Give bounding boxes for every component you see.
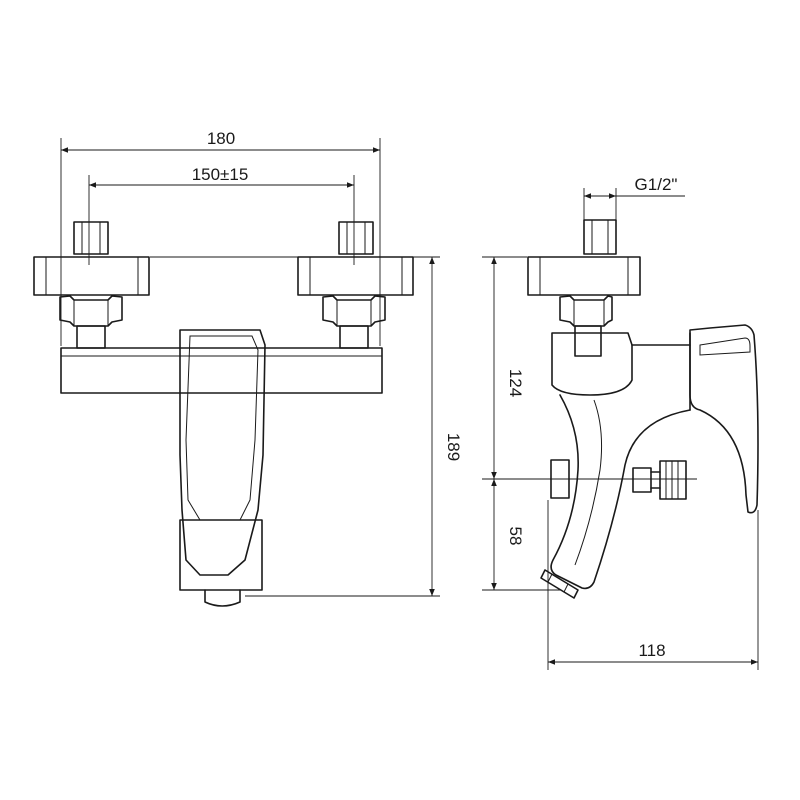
dim-spout-drop-label: 58 <box>506 527 525 546</box>
dim-overall-width-label: 180 <box>207 129 235 148</box>
right-inlet-connector <box>297 221 414 349</box>
dim-height-to-handle-label: 124 <box>506 369 525 397</box>
side-inlet-connector <box>527 219 641 357</box>
mixer-body <box>60 347 383 394</box>
dim-inlet-spacing: 150±15 <box>88 165 355 265</box>
dim-overall-height-label: 189 <box>444 433 463 461</box>
side-body-spout <box>540 332 691 599</box>
dim-height-to-handle: 124 <box>482 256 553 480</box>
dim-projection: 118 <box>547 500 759 670</box>
dim-thread: G1/2" <box>583 175 685 222</box>
side-view: G1/2" 124 58 118 <box>482 175 759 670</box>
dim-spout-drop: 58 <box>482 479 560 591</box>
lever-handle-side <box>689 324 759 514</box>
dim-projection-label: 118 <box>638 641 665 660</box>
dim-thread-label: G1/2" <box>635 175 678 194</box>
dim-inlet-spacing-label: 150±15 <box>192 165 249 184</box>
front-view: 180 150±15 189 <box>33 129 463 607</box>
lever-handle-front <box>179 329 266 607</box>
dim-overall-height: 189 <box>150 256 463 597</box>
left-inlet-connector <box>33 221 150 349</box>
dim-overall-width: 180 <box>60 129 381 346</box>
